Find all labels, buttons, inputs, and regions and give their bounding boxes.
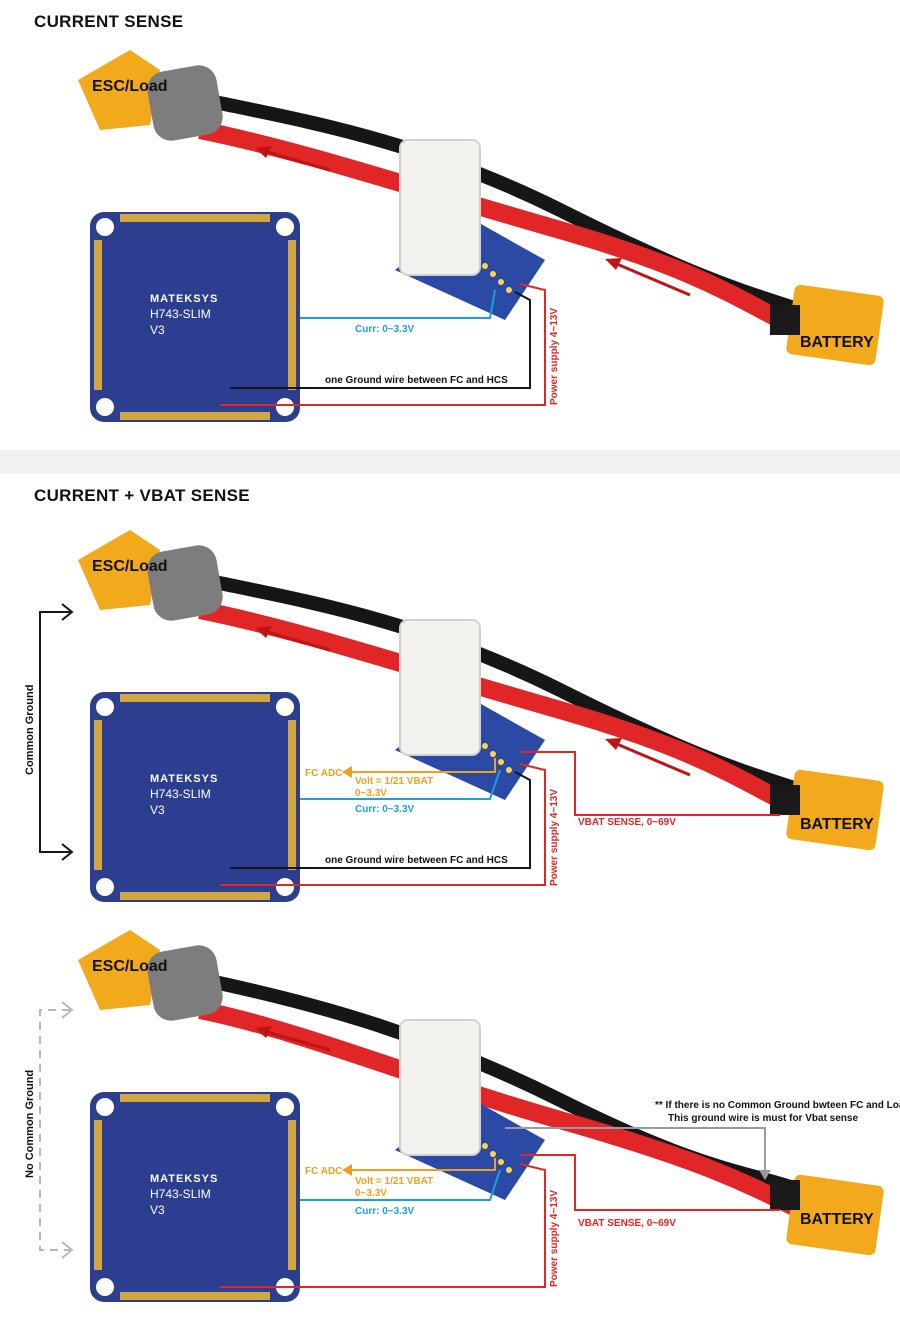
battery-label: BATTERY: [800, 1211, 874, 1228]
common-ground-bracket: [39, 611, 70, 853]
fc-brand: MATEKSYS: [150, 293, 218, 305]
fc-brand: MATEKSYS: [150, 1173, 218, 1185]
fc-brand: MATEKSYS: [150, 773, 218, 785]
no-common-ground-label: No Common Ground: [24, 1070, 36, 1178]
power-label: Power supply 4~13V: [549, 1190, 560, 1287]
section-heading: CURRENT SENSE: [34, 12, 184, 31]
power-label: Power supply 4~13V: [549, 789, 560, 886]
curr-label: Curr: 0~3.3V: [355, 324, 415, 335]
current-flow-arrow-2: [611, 260, 691, 297]
curr-wire: [300, 1169, 501, 1201]
vbat-sense-label: VBAT SENSE, 0~69V: [578, 1218, 676, 1229]
flight-controller-board: [90, 1092, 300, 1302]
fc-version: V3: [150, 803, 165, 817]
fc-model: H743-SLIM: [150, 1187, 211, 1201]
fc-adc-label: FC ADC: [305, 768, 342, 779]
vbat-sense-wire: [520, 751, 780, 816]
fc-adc-arrowhead: [342, 1164, 352, 1176]
fc-version: V3: [150, 323, 165, 337]
power-wire: [220, 283, 546, 406]
common-ground-arrow-bottom: [61, 843, 74, 861]
current-flow-arrowhead-2: [605, 738, 622, 750]
required-ground-arrowhead: [759, 1170, 771, 1180]
wiring-diagram-current-vbat-sense: ESC/Load BATTERY MATEKSYS H743-SLIM: [24, 530, 884, 902]
note-line2: This ground wire is must for Vbat sense: [668, 1113, 858, 1124]
power-label: Power supply 4~13V: [549, 308, 560, 405]
battery-label: BATTERY: [800, 816, 874, 833]
section-no-common-ground: ESC/Load BATTERY MATEKSYS H743-SLIM: [0, 918, 900, 1325]
red-wire: [198, 1001, 805, 1219]
current-flow-arrow: [259, 628, 331, 652]
current-flow-arrowhead-2: [605, 258, 622, 270]
wiring-diagram-no-common-ground: ESC/Load BATTERY MATEKSYS H743-SLIM: [24, 930, 900, 1302]
esc-connector: [78, 50, 223, 141]
curr-label: Curr: 0~3.3V: [355, 1206, 415, 1217]
required-ground-wire: [505, 1127, 766, 1175]
fc-adc-wire: [350, 758, 496, 773]
common-ground-arrow-top: [61, 603, 74, 621]
vbat-sense-label: VBAT SENSE, 0~69V: [578, 817, 676, 828]
ground-wire: [230, 771, 531, 869]
power-wire: [220, 1163, 546, 1288]
battery-connector: [770, 1174, 884, 1256]
fc-model: H743-SLIM: [150, 307, 211, 321]
current-sensor: [395, 1019, 545, 1200]
current-flow-arrowhead: [255, 1026, 272, 1038]
red-wire: [198, 601, 805, 819]
no-common-ground-arrow-top: [61, 1001, 74, 1019]
no-common-ground-arrow-bottom: [61, 1241, 74, 1259]
current-flow-arrow: [259, 148, 331, 172]
wiring-diagram-current-sense: ESC/Load BATTERY MATEKSYS: [78, 50, 884, 422]
esc-load-label: ESC/Load: [92, 558, 168, 575]
battery-connector: [770, 284, 884, 366]
current-flow-arrowhead: [255, 626, 272, 638]
current-flow-arrow-2: [611, 740, 691, 777]
battery-connector: [770, 769, 884, 851]
note-line1: ** If there is no Common Ground bwteen F…: [655, 1100, 900, 1111]
current-flow-arrow: [259, 1028, 331, 1052]
current-sensor: [395, 139, 545, 320]
vbat-sense-wire: [520, 1154, 780, 1211]
volt-label-line2: 0~3.3V: [355, 788, 387, 799]
esc-load-label: ESC/Load: [92, 958, 168, 975]
volt-label-line2: 0~3.3V: [355, 1188, 387, 1199]
fc-adc-label: FC ADC: [305, 1166, 342, 1177]
common-ground-label: Common Ground: [24, 685, 36, 775]
esc-connector: [78, 930, 223, 1021]
esc-load-label: ESC/Load: [92, 78, 168, 95]
fc-model: H743-SLIM: [150, 787, 211, 801]
volt-label-line1: Volt = 1/21 VBAT: [355, 1176, 433, 1187]
curr-wire: [300, 769, 501, 800]
esc-connector: [78, 530, 223, 621]
power-wire: [220, 763, 546, 886]
fc-version: V3: [150, 1203, 165, 1217]
section-current-vbat-sense: CURRENT + VBAT SENSE ESC/Load BATTERY: [0, 478, 900, 918]
flight-controller-board: [90, 692, 300, 902]
volt-label-line1: Volt = 1/21 VBAT: [355, 776, 433, 787]
curr-label: Curr: 0~3.3V: [355, 804, 415, 815]
section-divider: [0, 450, 900, 474]
ground-label: one Ground wire between FC and HCS: [325, 375, 508, 386]
current-sensor: [395, 619, 545, 800]
ground-wire: [230, 291, 531, 389]
section-current-sense: CURRENT SENSE ESC/Load BATTERY: [0, 0, 900, 448]
current-flow-arrowhead: [255, 146, 272, 158]
no-common-ground-bracket: [39, 1009, 70, 1251]
red-wire: [198, 121, 805, 339]
fc-adc-wire: [350, 1158, 496, 1171]
battery-label: BATTERY: [800, 334, 874, 351]
ground-label: one Ground wire between FC and HCS: [325, 855, 508, 866]
section-heading: CURRENT + VBAT SENSE: [34, 486, 250, 505]
curr-wire: [300, 289, 496, 319]
fc-adc-arrowhead: [342, 766, 352, 778]
flight-controller-board: [90, 212, 300, 422]
